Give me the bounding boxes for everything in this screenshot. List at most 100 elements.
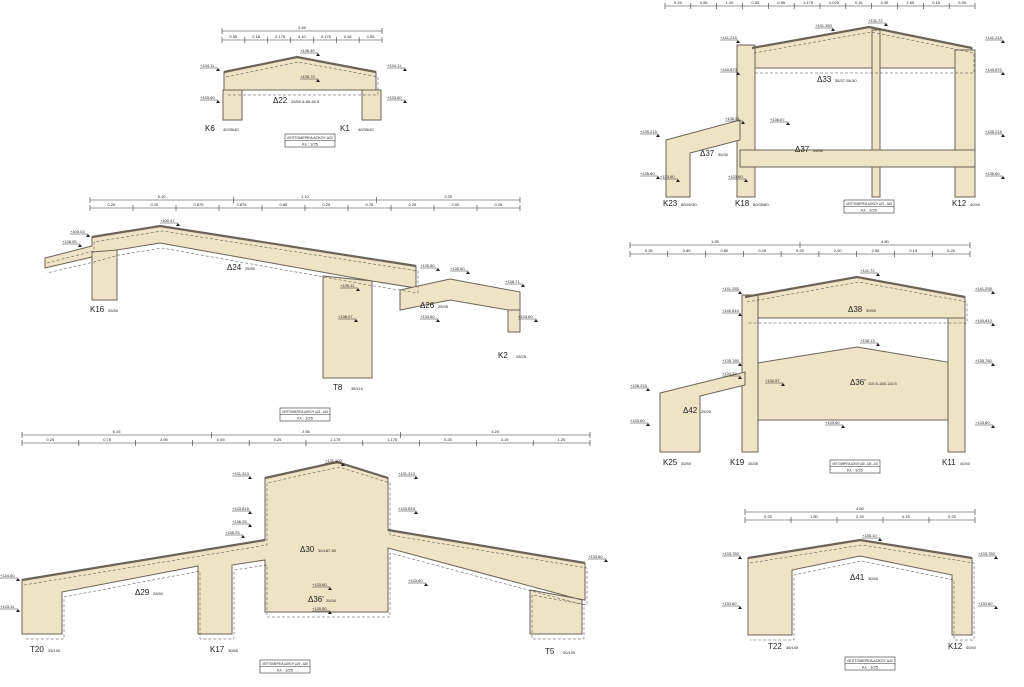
- elevation-mark: +135.25: [225, 530, 240, 535]
- reinforcement-line: [749, 544, 975, 641]
- dimension-label: 0.15: [909, 248, 918, 253]
- dimension-label: 0.25: [645, 248, 654, 253]
- dimension-label: 0.15: [902, 514, 911, 519]
- roof-slab-edge: [21, 538, 266, 582]
- elevation-mark: +131.203: [325, 458, 343, 463]
- dimension-label: 0.35: [958, 0, 967, 5]
- dimension-label: 3.20: [444, 194, 453, 199]
- dimension-label: 0.25: [948, 514, 957, 519]
- title-block-title: ΛΕΠΤΟΜΕΡΕΙΑ ΔΟΚΟΥ Δ38 - Δ36 - Δ42: [832, 461, 878, 466]
- beam-size: 30/50: [868, 576, 879, 581]
- column-label: T20: [30, 645, 44, 654]
- dimension-label: 0.25: [495, 202, 504, 207]
- beam-size: 25/20: [701, 409, 712, 414]
- column-size: 80/40/30: [681, 202, 697, 207]
- elevation-arrow-icon: [738, 606, 742, 609]
- elevation-arrow-icon: [216, 68, 220, 71]
- beam-label: Δ41: [850, 573, 865, 582]
- elevation-mark: +140.810: [722, 308, 740, 313]
- dimension-label: 5.10: [158, 194, 167, 199]
- elevation-mark: +141.72: [860, 268, 875, 273]
- column-label: K12: [952, 199, 967, 208]
- elevation-arrow-icon: [403, 68, 407, 71]
- elevation-arrow-icon: [1001, 40, 1005, 43]
- column-label: K19: [730, 458, 745, 467]
- column-label: K2: [498, 351, 508, 360]
- elevation-arrow-icon: [876, 343, 880, 346]
- title-block-title: ΛΕΠΤΟΜΕΡΕΙΑ ΔΟΚΟΥ Δ22: [287, 135, 334, 140]
- elevation-mark: +135.50: [312, 606, 327, 611]
- elevation-mark: +133.60: [728, 174, 743, 179]
- column-size: 30/50: [681, 461, 692, 466]
- dimension-label: 3.45: [298, 25, 307, 30]
- beam-size: 25/50.5-85-50.5: [291, 99, 320, 104]
- reinforcement-line: [46, 230, 419, 294]
- column-label: T5: [545, 647, 555, 656]
- dimension-label: 0.175: [275, 34, 286, 39]
- dimension-label: 1.20: [558, 437, 567, 442]
- dimension-label: 2.55: [302, 429, 311, 434]
- elevation-arrow-icon: [328, 611, 332, 614]
- concrete-member: [322, 275, 373, 379]
- roof-slab-edge: [223, 55, 377, 74]
- dimension-label: 0.75: [103, 437, 112, 442]
- elevation-mark: +134.50: [0, 573, 15, 578]
- beam-size: 25/34: [326, 598, 337, 603]
- elevation-arrow-icon: [991, 363, 995, 366]
- dimension-label: 0.18: [344, 34, 353, 39]
- concrete-member: [739, 149, 976, 168]
- dimension-label: 0.35: [881, 0, 890, 5]
- elevation-arrow-icon: [414, 476, 418, 479]
- column-size: 40/40: [960, 461, 971, 466]
- roof-slab-edge: [747, 538, 973, 560]
- column-size: 25/50: [108, 308, 119, 313]
- beam-label: Δ38: [848, 305, 863, 314]
- elevation-mark: +133.60: [660, 174, 675, 179]
- elevation-mark: +136.49: [300, 48, 315, 53]
- dimension-label: 0.875: [194, 202, 205, 207]
- elevation-arrow-icon: [414, 511, 418, 514]
- beam-label: Δ36': [850, 378, 866, 387]
- elevation-arrow-icon: [831, 28, 835, 31]
- elevation-arrow-icon: [316, 79, 320, 82]
- elevation-mark: +133.783: [978, 551, 996, 556]
- column-size: 25/25: [516, 354, 527, 359]
- dimension-label: 0.25: [444, 437, 453, 442]
- elevation-arrow-icon: [424, 583, 428, 586]
- elevation-mark: +133.60: [975, 420, 990, 425]
- beam-size: 25/50: [153, 591, 164, 596]
- elevation-mark: +133.60: [387, 95, 402, 100]
- column-label: K1: [340, 124, 350, 133]
- elevation-arrow-icon: [994, 556, 998, 559]
- elevation-mark: +134.60: [518, 314, 533, 319]
- dimension-label: 0.55: [229, 34, 238, 39]
- elevation-arrow-icon: [354, 319, 358, 322]
- elevation-mark: +133.815: [398, 506, 416, 511]
- roof-slab-edge: [387, 528, 586, 565]
- dimension-label: 0.25: [46, 437, 55, 442]
- column-label: T22: [768, 642, 782, 651]
- elevation-mark: +136.51: [725, 116, 740, 121]
- column-size: 30/100: [563, 650, 576, 655]
- dimension-label: 0.25: [758, 248, 767, 253]
- dimension-label: 0.20: [151, 202, 160, 207]
- elevation-mark: +134.11: [387, 63, 402, 68]
- column-size: 25/100: [48, 648, 61, 653]
- dimension-label: 0.35: [751, 0, 760, 5]
- column-size: 40/35/40: [223, 127, 239, 132]
- dimension-label: 0.25: [764, 514, 773, 519]
- elevation-arrow-icon: [248, 511, 252, 514]
- dimension-label: 2.00: [834, 248, 843, 253]
- reinforcement-line: [746, 281, 968, 324]
- column-label: K25: [663, 458, 678, 467]
- concrete-member: [507, 309, 521, 333]
- column-label: T8: [333, 383, 343, 392]
- elevation-mark: +138.71: [505, 279, 520, 284]
- dimension-label: 1.175: [387, 437, 398, 442]
- dimension-label: 3.875: [237, 202, 248, 207]
- dimension-label: 0.55: [367, 34, 376, 39]
- elevation-arrow-icon: [878, 538, 882, 541]
- dimension-label: 1.95: [711, 239, 720, 244]
